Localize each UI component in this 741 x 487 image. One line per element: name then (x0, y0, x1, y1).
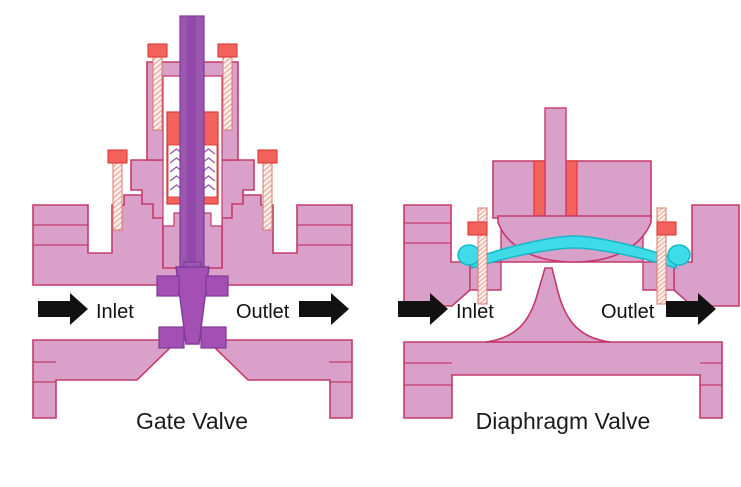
body-bolt-right-shaft (656, 207, 667, 305)
gate-valve-inlet-marker: Inlet (38, 293, 134, 325)
seat-upper-left (156, 275, 180, 297)
gate-valve-outlet-marker: Outlet (236, 293, 349, 325)
bonnet-bolt-left-nut (107, 149, 128, 164)
gate-valve-wedge-assembly (156, 266, 229, 349)
gate-valve-caption: Gate Valve (136, 408, 248, 434)
diaphragm-valve-bolts (467, 207, 677, 305)
gate-wedge (175, 266, 210, 345)
diaphragm-sheet (471, 235, 677, 270)
outlet-arrow-icon (666, 293, 716, 325)
inlet-arrow-icon (398, 293, 448, 325)
gate-valve-stem (179, 15, 205, 287)
figure-gate-valve: Inlet Outlet Gate Valve (32, 15, 353, 434)
body-bolt-left-nut (467, 221, 488, 236)
outlet-arrow-icon (299, 293, 349, 325)
diaphragm-valve-outlet-marker: Outlet (601, 293, 716, 325)
seat-upper-right (205, 275, 229, 297)
gate-valve-gland-bolts (147, 43, 238, 131)
seat-lower-left (158, 326, 185, 349)
gate-inlet-label: Inlet (96, 301, 134, 323)
diaphragm-valve-caption: Diaphragm Valve (476, 408, 651, 434)
gate-valve-bonnet-bolts (107, 149, 278, 231)
diaphragm-body-lower (403, 341, 723, 419)
weir (485, 267, 611, 343)
seat-lower-right (200, 326, 227, 349)
diaphragm-valve-inlet-marker: Inlet (398, 293, 494, 325)
diaphragm-outlet-label: Outlet (601, 301, 655, 323)
gate-outlet-label: Outlet (236, 301, 290, 323)
stem-highlight (187, 16, 196, 268)
diaphragm-membrane (457, 235, 691, 270)
diaphragm-inlet-label: Inlet (456, 301, 494, 323)
figure-diaphragm-valve: Inlet Outlet Diaphragm Valve (398, 107, 740, 434)
gland-bolt-left-nut (147, 43, 168, 58)
body-bolt-right-nut (656, 221, 677, 236)
stem (544, 107, 567, 219)
gland-bolt-right-nut (217, 43, 238, 58)
bonnet-bolt-right-nut (257, 149, 278, 164)
body-bolt-left-shaft (477, 207, 488, 305)
diaphragm-bead-right (667, 244, 691, 266)
diaphragm-bead-left (457, 244, 481, 266)
inlet-arrow-icon (38, 293, 88, 325)
